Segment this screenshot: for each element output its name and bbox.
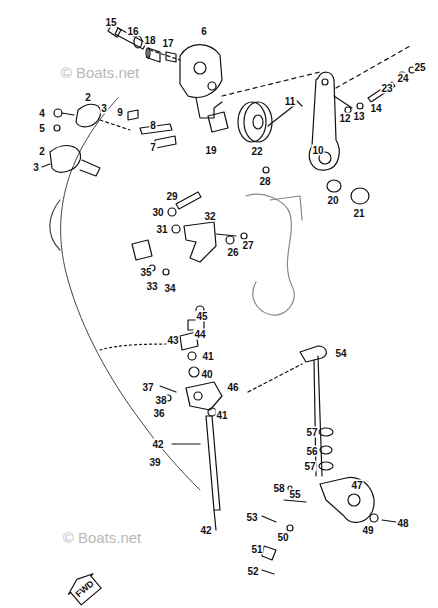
callout-number: 51 xyxy=(250,544,263,555)
callout-number: 46 xyxy=(226,382,239,393)
callout-number: 17 xyxy=(161,38,174,49)
callout-number: 55 xyxy=(288,489,301,500)
callout-number: 49 xyxy=(361,525,374,536)
callout-number: 36 xyxy=(152,408,165,419)
callout-number: 53 xyxy=(245,512,258,523)
callout-number: 31 xyxy=(155,224,168,235)
callout-number: 2 xyxy=(38,146,46,157)
callout-number: 10 xyxy=(311,145,324,156)
callout-number: 13 xyxy=(352,111,365,122)
callout-number: 6 xyxy=(200,26,208,37)
direction-arrow: FWD xyxy=(63,568,104,608)
callout-number: 12 xyxy=(338,113,351,124)
callout-number: 39 xyxy=(148,457,161,468)
callout-number: 35 xyxy=(139,267,152,278)
callout-number: 43 xyxy=(166,335,179,346)
callout-number: 22 xyxy=(250,146,263,157)
callout-number: 28 xyxy=(258,176,271,187)
watermark: © Boats.net xyxy=(61,64,140,81)
callout-number: 24 xyxy=(396,73,409,84)
callout-number: 2 xyxy=(84,92,92,103)
callout-number: 25 xyxy=(413,62,426,73)
callout-number: 50 xyxy=(276,532,289,543)
callout-number: 11 xyxy=(284,96,297,107)
callout-number: 21 xyxy=(352,208,365,219)
callout-number: 40 xyxy=(200,369,213,380)
callout-number: 8 xyxy=(149,120,157,131)
callout-number: 20 xyxy=(326,195,339,206)
callout-number: 58 xyxy=(272,483,285,494)
callout-number: 14 xyxy=(369,103,382,114)
callout-number: 29 xyxy=(165,191,178,202)
callout-number: 33 xyxy=(145,281,158,292)
callout-number: 26 xyxy=(226,247,239,258)
callout-number: 42 xyxy=(199,525,212,536)
callout-number: 37 xyxy=(141,382,154,393)
callout-number: 45 xyxy=(195,311,208,322)
callout-number: 7 xyxy=(149,142,157,153)
callout-number: 54 xyxy=(334,348,347,359)
callout-number: 42 xyxy=(151,439,164,450)
callout-number: 56 xyxy=(305,446,318,457)
callout-number: 48 xyxy=(396,518,409,529)
callout-number: 23 xyxy=(380,83,393,94)
watermark: © Boats.net xyxy=(63,529,142,546)
callout-number: 34 xyxy=(163,283,176,294)
callout-number: 41 xyxy=(201,351,214,362)
callout-number: 41 xyxy=(215,410,228,421)
callout-number: 3 xyxy=(32,162,40,173)
callout-number: 18 xyxy=(143,35,156,46)
callout-number: 5 xyxy=(38,123,46,134)
callout-number: 16 xyxy=(126,26,139,37)
callout-number: 15 xyxy=(104,17,117,28)
callout-number: 9 xyxy=(116,107,124,118)
callout-number: 32 xyxy=(203,211,216,222)
callout-number: 4 xyxy=(38,108,46,119)
callout-number: 27 xyxy=(241,240,254,251)
callout-number: 57 xyxy=(305,427,318,438)
callout-number: 52 xyxy=(246,566,259,577)
callout-number: 19 xyxy=(204,145,217,156)
callout-number: 3 xyxy=(100,103,108,114)
callout-number: 44 xyxy=(193,329,206,340)
callout-number: 47 xyxy=(350,480,363,491)
callout-number: 30 xyxy=(151,207,164,218)
callout-number: 57 xyxy=(303,461,316,472)
callout-number: 38 xyxy=(154,395,167,406)
